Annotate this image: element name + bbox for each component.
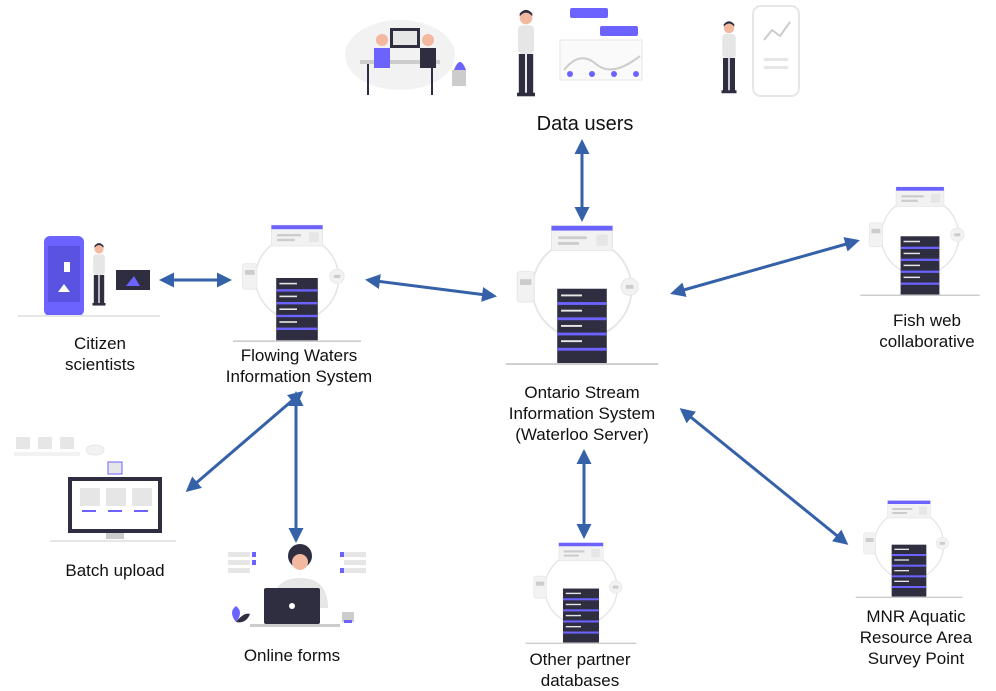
other-partners-label-line-1: Other partner [529, 650, 631, 669]
fwis-label-line-2: Information System [225, 367, 373, 386]
laptop-person-icon [228, 544, 366, 627]
online-forms-label: Online forms [222, 645, 362, 666]
batch-upload-label: Batch upload [40, 560, 190, 581]
arrows [159, 139, 860, 545]
osis-label-line-1: Ontario Stream [524, 383, 640, 402]
mnr-label-line-3: Survey Point [867, 649, 965, 668]
smartphone-user-icon [18, 236, 160, 317]
fish-web-label-line-2: collaborative [879, 332, 975, 351]
phone-icon [752, 5, 800, 97]
monitor-icon [50, 477, 176, 542]
fwis-label-line-1: Flowing Waters [240, 346, 358, 365]
file-cards [14, 437, 123, 475]
osis-label-line-2: Information System [508, 404, 656, 423]
batch-upload-label-line-1: Batch upload [65, 561, 165, 580]
other-partners-label-line-2: databases [540, 671, 620, 690]
citizen-scientists-line-2: scientists [65, 355, 135, 374]
standing-person-icon [517, 9, 535, 97]
data-users-label-line-1: Data users [536, 113, 634, 135]
data-users-label: Data users [500, 114, 670, 135]
citizen-scientists-label: Citizen scientists [40, 333, 160, 375]
mnr-server-icon [854, 499, 964, 598]
partner-server-icon [524, 542, 638, 644]
osis-label: Ontario Stream Information System (Water… [487, 382, 677, 445]
arrow-osis-fish-web [670, 237, 860, 297]
online-forms-label-line-1: Online forms [243, 646, 341, 665]
fwis-label: Flowing Waters Information System [204, 345, 394, 387]
people-at-desk-icon [345, 20, 466, 95]
dashboard-icon [559, 8, 643, 81]
fwis-server-icon [232, 224, 362, 342]
batch-upload-illustration [14, 437, 176, 542]
fish-web-server-icon [860, 186, 980, 296]
fish-web-label-line-1: Fish web [892, 311, 962, 330]
data-users-illustration [345, 5, 800, 97]
mnr-label-line-2: Resource Area [859, 628, 973, 647]
arrow-osis-mnr [679, 408, 849, 545]
other-partners-label: Other partner databases [505, 649, 655, 691]
woman-with-tablet-icon [721, 21, 737, 94]
arrow-fwis-osis [365, 274, 497, 302]
osis-label-line-3: (Waterloo Server) [515, 425, 649, 444]
mnr-label-line-1: MNR Aquatic [866, 607, 966, 626]
osis-server-icon [504, 224, 660, 365]
mnr-label: MNR Aquatic Resource Area Survey Point [846, 606, 986, 669]
fish-web-label: Fish web collaborative [862, 310, 992, 352]
arrow-fwis-batch [185, 391, 304, 492]
citizen-scientists-line-1: Citizen [74, 334, 126, 353]
